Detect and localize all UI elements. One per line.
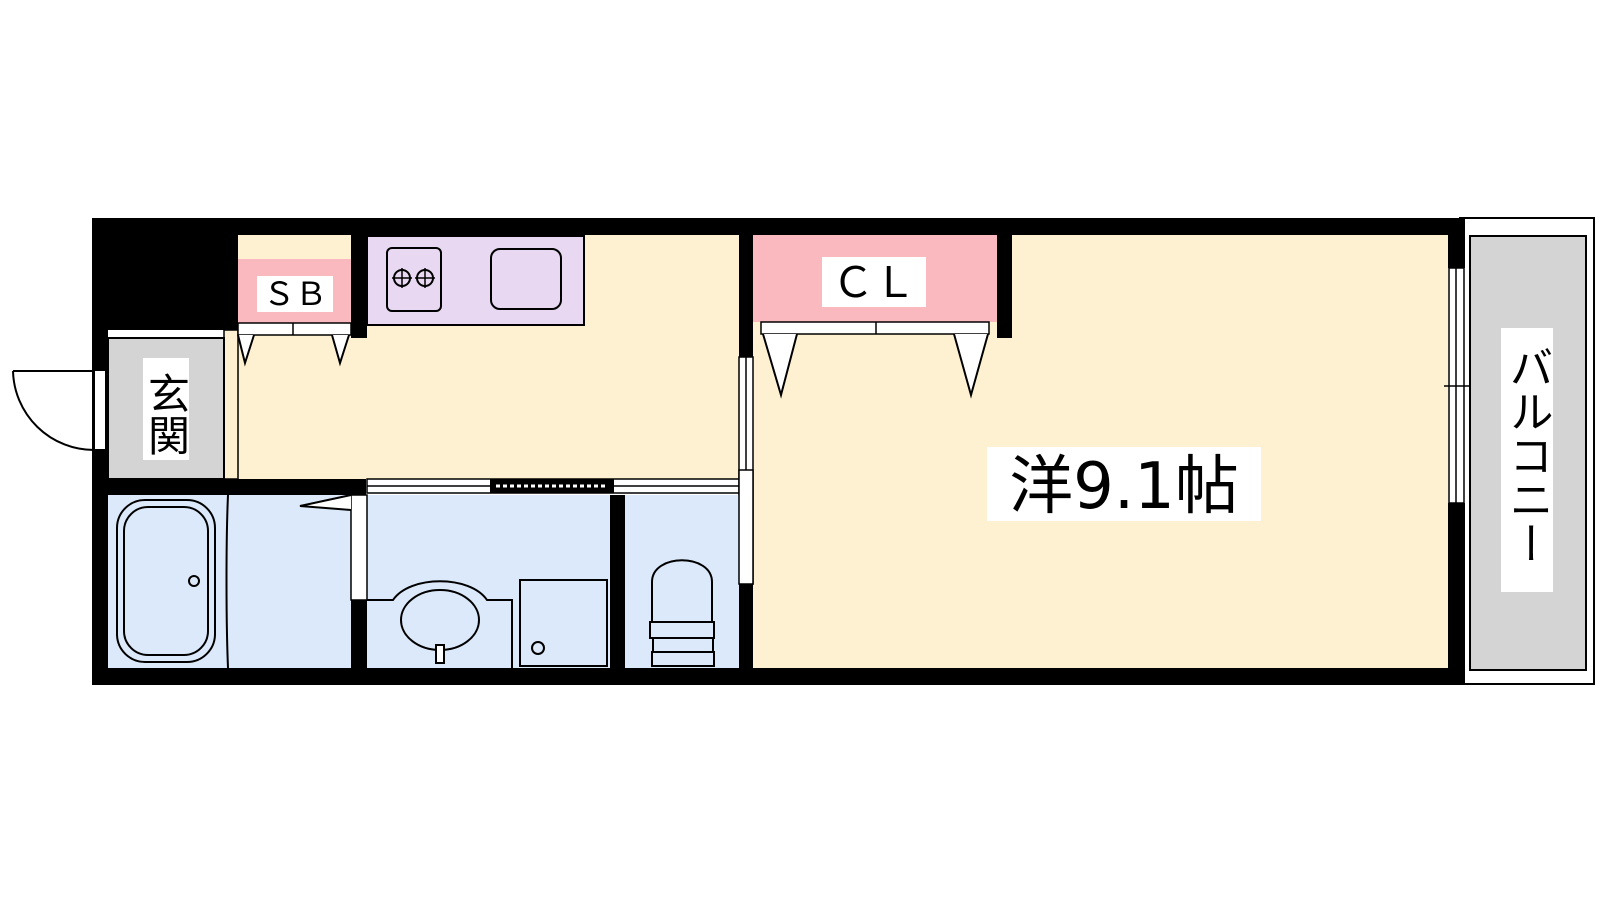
entrance: 玄関: [12, 337, 225, 480]
wet-area: [108, 469, 754, 669]
shoe-box-label: ＳＢ: [263, 275, 327, 313]
entry-door-frame: [93, 369, 107, 451]
wall-bath-right: [351, 600, 367, 668]
wash-basin-faucet: [435, 644, 445, 664]
balcony-label: バルコニー: [1502, 345, 1553, 565]
bathtub-partition-curve: [225, 494, 229, 669]
shoe-box: ＳＢ: [237, 259, 352, 367]
entry-door-swing: [12, 370, 95, 451]
bathroom-floor: [108, 495, 351, 668]
bathtub-drain-icon: [188, 575, 200, 587]
balcony: バルコニー: [1459, 217, 1595, 685]
closet-door-right: [953, 333, 989, 399]
kitchen-counter: [366, 235, 585, 326]
wall-wc-left: [610, 495, 625, 668]
closet: ＣＬ: [753, 235, 997, 399]
toilet-bowl: [651, 559, 713, 623]
wall-sb-right: [351, 235, 367, 338]
wall-right-upper: [1448, 218, 1465, 268]
wc-door-track: [738, 469, 754, 585]
corner-wall-block: [92, 218, 238, 330]
washroom-floor: [367, 495, 610, 668]
wall-top: [92, 218, 1465, 235]
wc-floor: [625, 495, 739, 668]
bathtub-inner: [123, 506, 209, 656]
wall-bottom: [92, 668, 1465, 685]
shoe-box-door-track: [237, 322, 352, 336]
bathtub-outer: [116, 499, 216, 663]
wall-right-lower: [1448, 503, 1465, 685]
shoe-box-label-bg: [257, 276, 333, 312]
balcony-label-bg: [1501, 328, 1553, 592]
wall-left: [92, 218, 108, 685]
outer-walls: [92, 218, 1465, 685]
wall-corridor-room-lower: [739, 584, 753, 668]
washing-machine-drain-icon: [531, 641, 545, 655]
kitchen-sink: [490, 248, 562, 310]
wall-closet-right: [997, 235, 1012, 338]
balcony-window: [1444, 267, 1470, 504]
closet-label: ＣＬ: [832, 258, 916, 307]
entrance-step-strip: [223, 329, 239, 480]
shoe-box-door-left: [237, 334, 255, 367]
closet-door-left: [762, 333, 798, 399]
western-room-label-bg: [987, 447, 1261, 521]
wall-wet-top: [92, 479, 366, 495]
shoe-box-door-right: [331, 334, 350, 367]
bathroom-door-swing: [299, 494, 352, 511]
burner-left-icon: [392, 268, 412, 288]
closet-label-bg: [822, 257, 926, 307]
closet-door-track: [760, 321, 990, 335]
wash-basin-counter: [367, 580, 513, 668]
stove: [386, 247, 442, 312]
entrance-label: 玄関: [142, 372, 191, 456]
partition-walls: [92, 235, 1012, 668]
western-room-label: 洋9.1帖: [1009, 450, 1239, 524]
bathroom-door-panel: [350, 494, 368, 601]
washing-machine-pan: [519, 579, 608, 667]
entrance-label-bg: [143, 358, 189, 460]
toilet-tank-lid: [651, 651, 715, 667]
burner-right-icon: [415, 268, 435, 288]
wall-corridor-room: [739, 235, 753, 357]
